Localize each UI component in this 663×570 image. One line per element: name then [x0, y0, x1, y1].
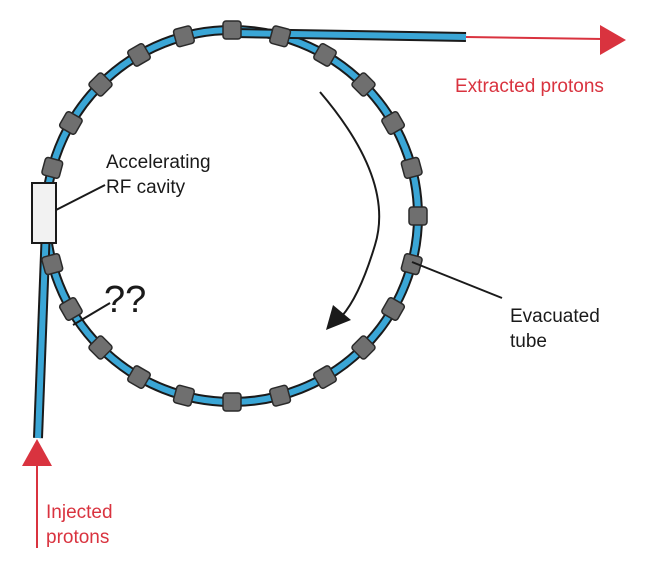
direction-arc [319, 91, 381, 317]
magnet-block [400, 156, 423, 179]
extracted-arrow-head [600, 25, 626, 55]
magnet-block [313, 365, 337, 390]
extracted-protons-label: Extracted protons [455, 76, 604, 97]
magnet-block [58, 111, 83, 135]
magnet-block [88, 335, 113, 360]
magnet-block [381, 297, 406, 321]
magnet-block [222, 20, 242, 40]
cavity-leader-line [55, 184, 106, 211]
extracted-arrow-shaft [465, 36, 604, 40]
magnet-block [313, 42, 337, 67]
magnet-block [41, 156, 64, 179]
evacuated-tube-label-line1: Evacuated [510, 306, 600, 327]
magnet-block [351, 335, 376, 360]
injected-protons-label-line2: protons [46, 527, 109, 548]
cavity-label-line2: RF cavity [106, 177, 186, 198]
magnet-blocks [41, 20, 428, 412]
magnet-block [127, 365, 151, 390]
injected-arrow-head [22, 439, 52, 466]
rf-cavity-block [31, 182, 57, 244]
magnet-block [41, 253, 64, 276]
unknown-leader-line [72, 302, 111, 326]
magnet-block [222, 392, 242, 412]
magnet-block [269, 384, 292, 407]
magnet-block [172, 384, 195, 407]
evacuated-tube-label-line2: tube [510, 331, 547, 352]
magnet-block [127, 42, 151, 67]
injected-beam-arrow [22, 439, 52, 548]
injected-protons-label-line1: Injected [46, 502, 113, 523]
tube-leader-line [411, 261, 503, 299]
magnet-block [381, 111, 406, 135]
magnet-block [88, 72, 113, 97]
cavity-label-line1: Accelerating [106, 152, 211, 173]
magnet-block [351, 72, 376, 97]
magnet-block [408, 206, 428, 226]
magnet-block [172, 25, 195, 48]
unknown-component-label: ?? [104, 279, 146, 321]
extracted-beam-arrow [465, 25, 626, 55]
magnet-block [58, 297, 83, 321]
circulation-direction-arrow [319, 91, 381, 330]
extraction-tube-fill [233, 30, 467, 40]
extraction-line [233, 28, 467, 42]
magnet-block [269, 25, 292, 48]
direction-arrow-head [326, 305, 351, 330]
